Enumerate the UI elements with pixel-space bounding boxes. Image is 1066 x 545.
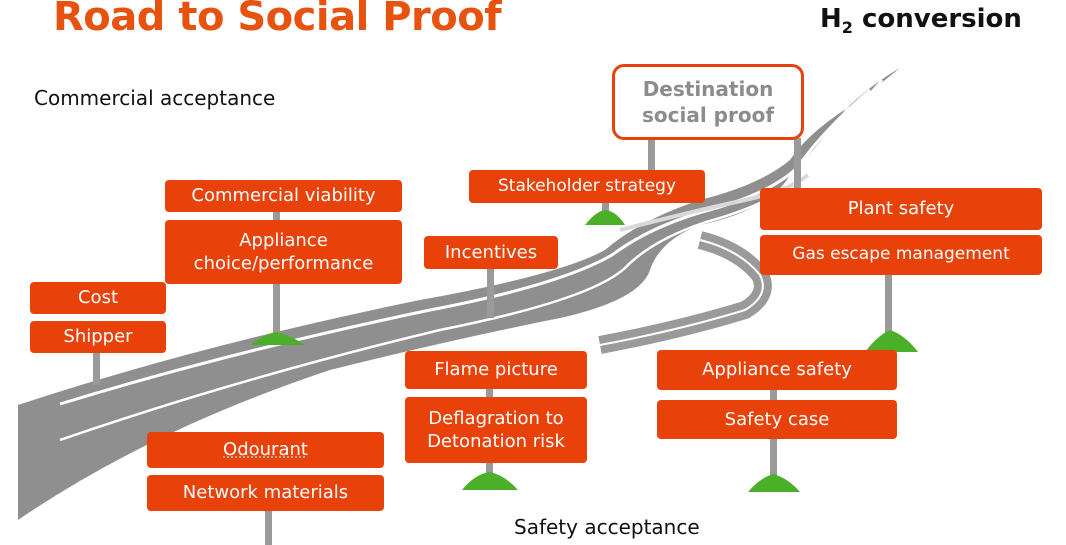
post-deflagration <box>486 462 493 482</box>
sign-gas-escape-management: Gas escape management <box>760 235 1042 275</box>
grass-tuft <box>250 332 305 345</box>
post-incentives <box>487 268 494 318</box>
sign-deflagration-line2: Detonation risk <box>427 431 565 452</box>
safety-acceptance-label: Safety acceptance <box>514 515 700 539</box>
sign-network-materials: Network materials <box>147 475 384 511</box>
destination-line1: Destination <box>642 77 774 101</box>
grass-tuft <box>865 330 918 352</box>
sign-appliance-safety: Appliance safety <box>657 350 897 390</box>
sign-flame-picture: Flame picture <box>405 351 587 389</box>
post-network <box>265 505 272 545</box>
grass-tuft <box>748 474 800 492</box>
sign-plant-safety: Plant safety <box>760 188 1042 230</box>
sign-shipper: Shipper <box>30 321 166 353</box>
h2-conversion-label: H2 conversion <box>820 4 1022 37</box>
road <box>18 68 900 520</box>
post-cost <box>93 350 100 385</box>
destination-line2: social proof <box>641 103 775 127</box>
sign-deflagration-line1: Deflagration to <box>428 407 564 429</box>
grass-tuft <box>585 210 625 225</box>
h2-subscript: 2 <box>841 18 853 37</box>
sign-commercial-viability: Commercial viability <box>165 180 402 212</box>
destination-sign: Destination social proof <box>612 64 804 140</box>
sign-appliance-choice: Appliance choice/performance <box>165 220 402 284</box>
post-stakeholder <box>602 198 609 218</box>
post-plant-safety <box>885 274 892 342</box>
sign-safety-case: Safety case <box>657 400 897 439</box>
h2-symbol: H <box>820 4 842 34</box>
commercial-acceptance-label: Commercial acceptance <box>34 86 276 110</box>
grass-tuft <box>462 472 518 490</box>
post-safety-case <box>770 438 777 483</box>
sign-appliance-choice-line1: Appliance <box>239 229 328 251</box>
page-title: Road to Social Proof <box>53 0 502 40</box>
sign-odourant: Odourant <box>147 432 384 468</box>
sign-odourant-text: Odourant <box>223 439 308 461</box>
sign-appliance-choice-line2: choice/performance <box>193 253 374 274</box>
sign-cost: Cost <box>30 282 166 314</box>
sign-incentives: Incentives <box>424 236 558 269</box>
sign-deflagration-detonation: Deflagration to Detonation risk <box>405 397 587 463</box>
sign-stakeholder-strategy: Stakeholder strategy <box>469 170 705 203</box>
h2-conversion-text: conversion <box>852 4 1022 34</box>
post-destination-right <box>794 138 801 188</box>
post-destination-left <box>648 138 655 178</box>
